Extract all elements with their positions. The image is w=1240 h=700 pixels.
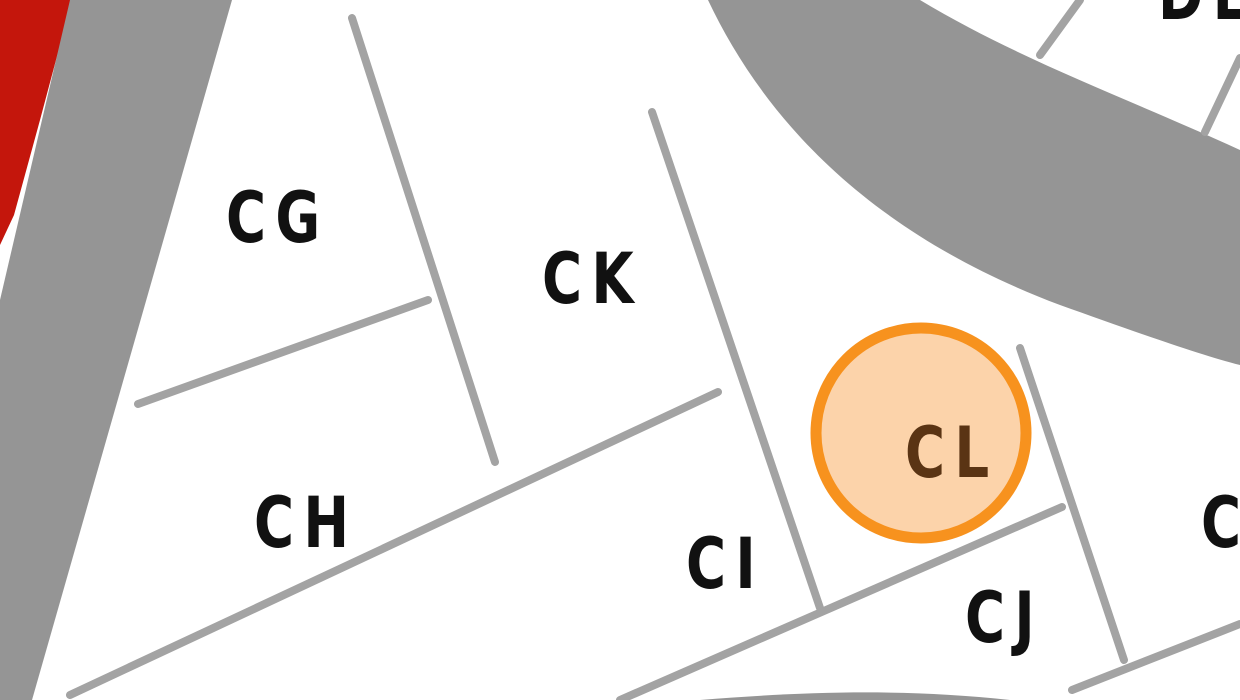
divider-line: [648, 108, 824, 612]
divider-line: [1201, 54, 1240, 136]
divider-line: [134, 296, 432, 408]
lot-label-cl[interactable]: CL: [905, 412, 999, 494]
lot-label-ch[interactable]: CH: [254, 482, 359, 564]
lot-label-ck[interactable]: CK: [542, 238, 644, 320]
lot-dividers: [66, 0, 1240, 700]
lot-cl-highlight-marker[interactable]: [810, 322, 1032, 544]
red-zone-area: [0, 0, 72, 245]
lot-label-cj[interactable]: CJ: [965, 577, 1045, 659]
divider-line: [348, 14, 499, 466]
lot-label-edge-top[interactable]: DE: [1158, 0, 1240, 30]
curved-road: [558, 0, 1240, 365]
bottom-road-edge: [700, 692, 1010, 700]
divider-line: [1068, 620, 1240, 694]
divider-line: [616, 503, 1066, 700]
lot-label-edge-right[interactable]: C: [1201, 488, 1240, 558]
divider-line: [1036, 0, 1084, 59]
divider-line: [66, 388, 722, 699]
lot-label-ci[interactable]: CI: [686, 523, 766, 605]
lot-label-cg[interactable]: CG: [226, 177, 330, 259]
left-road: [0, 0, 232, 700]
divider-line: [1016, 344, 1128, 664]
